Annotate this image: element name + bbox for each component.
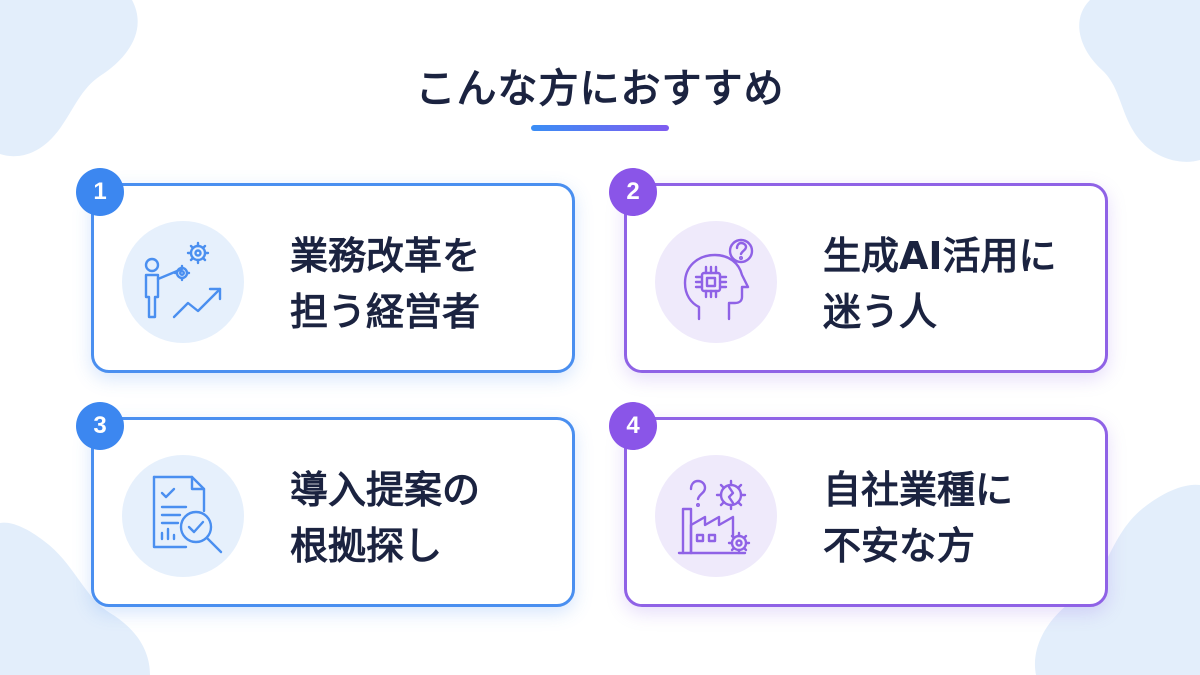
card-text: 自社業種に 不安な方 xyxy=(823,462,1013,574)
background-blob-top-left xyxy=(0,0,138,157)
card-text-line-1: 導入提案の xyxy=(290,468,481,512)
number-badge: 2 xyxy=(609,168,657,216)
presenter-growth-icon xyxy=(144,241,222,319)
background-blob-top-right xyxy=(1079,0,1200,162)
card-proposal-evidence-search: 3 導入提案の 根拠探し xyxy=(76,402,575,607)
card-industry-worried-person: 4 自社業種に 不安な方 xyxy=(609,402,1108,607)
factory-question-icon xyxy=(677,479,751,555)
number-badge: 1 xyxy=(76,168,124,216)
icon-circle xyxy=(122,455,244,577)
card-text-line-2: 根拠探し xyxy=(290,524,443,568)
card-text: 導入提案の 根拠探し xyxy=(290,462,480,574)
title-underline xyxy=(531,125,669,131)
card-text-line-1: 業務改革を xyxy=(290,234,481,278)
card-text-line-2: 担う経営者 xyxy=(290,290,481,334)
card-text-line-1: 自社業種に xyxy=(823,468,1014,512)
card-text-line-2: 迷う人 xyxy=(823,290,938,334)
page-title: こんな方におすすめ xyxy=(415,66,785,112)
card-genai-uncertain-person: 2 生成AI活用に 迷う人 xyxy=(609,168,1108,373)
icon-circle xyxy=(122,221,244,343)
icon-circle xyxy=(655,455,777,577)
card-text-line-1: 生成AI活用に xyxy=(823,234,1057,278)
document-search-icon xyxy=(152,475,223,554)
icon-circle xyxy=(655,221,777,343)
card-text: 生成AI活用に 迷う人 xyxy=(823,228,1057,340)
card-text: 業務改革を 担う経営者 xyxy=(290,228,480,340)
number-badge: 4 xyxy=(609,402,657,450)
background-blob-bottom-left xyxy=(0,522,150,675)
card-text-line-2: 不安な方 xyxy=(823,524,976,568)
number-badge: 3 xyxy=(76,402,124,450)
ai-head-question-icon xyxy=(683,238,754,321)
card-business-reform-executive: 1 業務改革を 担う経営者 xyxy=(76,168,575,373)
background-blob-bottom-right xyxy=(1034,484,1200,675)
